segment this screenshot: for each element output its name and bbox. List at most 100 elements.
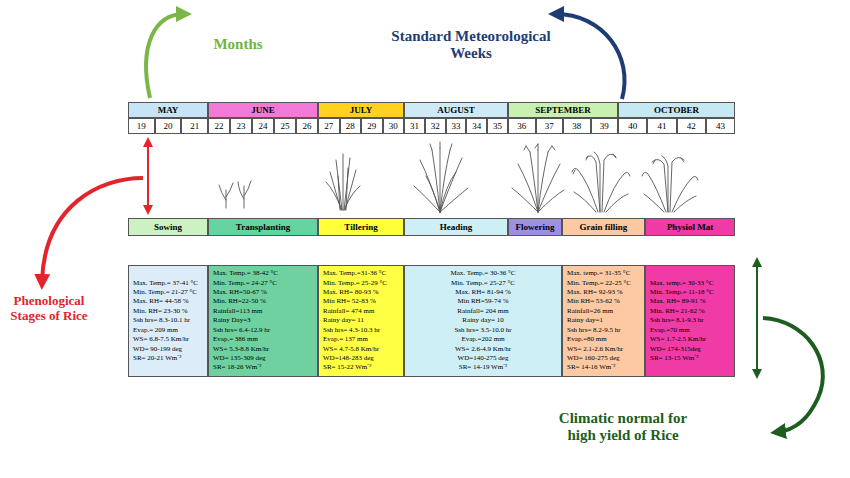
climate-value: Rainfall=26 mm — [567, 307, 613, 316]
week-number: 25 — [281, 121, 290, 131]
stage-band: Tillering — [318, 218, 404, 236]
climate-value: Ssh hrs= 8.3-10.1 hr — [133, 316, 190, 325]
month-cell: JULY — [318, 102, 404, 118]
climate-value: WD= 160-275 deg — [567, 354, 620, 363]
climate-value: Min RH=59-74 % — [457, 297, 508, 306]
week-cell: 19 — [128, 118, 155, 134]
climate-value: Max. RH=50-67 % — [213, 288, 267, 297]
week-number: 20 — [163, 121, 172, 131]
week-cell: 26 — [296, 118, 318, 134]
climate-value: Max. temp.= 31-35 °C — [567, 269, 630, 278]
climate-value: Ssh hrs= 8.2-9.5 hr — [567, 326, 621, 335]
climate-value: Min. Temp.= 22-25 °C — [567, 279, 631, 288]
week-number: 23 — [237, 121, 246, 131]
week-number: 33 — [451, 121, 460, 131]
climate-value: Rainy day= 11 — [323, 316, 364, 325]
climate-value: WS= 1.7-2.5 Km/hr — [650, 335, 706, 344]
climate-value: Rainfall= 204 mm — [457, 307, 508, 316]
week-number: 28 — [346, 121, 355, 131]
week-cell: 33 — [446, 118, 467, 134]
climate-value: Ssh hrs= 3.5-10.0 hr — [454, 326, 511, 335]
month-label: AUGUST — [437, 105, 475, 115]
week-number: 36 — [517, 121, 526, 131]
month-label: OCTOBER — [654, 105, 699, 115]
climate-value: Ssh hrs= 6.4-12.9 hr — [213, 326, 270, 335]
week-cell: 39 — [591, 118, 619, 134]
climate-value: WS= 4.7-5.8 Km/hr — [323, 345, 379, 354]
climate-value: Min. Temp.= 24-27 °C — [213, 279, 277, 288]
week-number: 24 — [259, 121, 268, 131]
week-cell: 21 — [181, 118, 208, 134]
climate-value: WD=148-283 deg — [323, 354, 374, 363]
climate-value: Evap.= 386 mm — [213, 335, 258, 344]
climate-value: Min. RH= 23-30 % — [133, 307, 188, 316]
climate-value: Evap.= 209 mm — [133, 326, 178, 335]
stage-band: Heading — [404, 218, 508, 236]
week-cell: 38 — [563, 118, 591, 134]
week-number: 38 — [572, 121, 581, 131]
week-number: 40 — [628, 121, 637, 131]
annotation-label: Climatic normal for high yield of Rice — [552, 410, 694, 445]
annotation-label: Phenological Stages of Rice — [2, 294, 96, 324]
climate-value: SR= 18-26 Wm⁻² — [213, 363, 261, 372]
month-cell: AUGUST — [404, 102, 508, 118]
week-cell: 40 — [618, 118, 647, 134]
week-cell: 23 — [230, 118, 252, 134]
climate-value: Min. Temp.= 25-27 °C — [451, 279, 515, 288]
stage-label: Flowering — [516, 222, 555, 232]
week-cell: 27 — [318, 118, 340, 134]
week-cell: 36 — [508, 118, 536, 134]
week-number: 32 — [431, 121, 440, 131]
climate-value: Ssh hrs= 8.1-9.3 hr — [650, 316, 704, 325]
climate-value: Rainy day=1 — [567, 316, 603, 325]
climate-value: WS= 2.1-2.6 Km/hr — [567, 345, 623, 354]
climate-value: Max. Temp.= 30-36 °C — [450, 269, 515, 278]
stage-band: Physiol Mat — [645, 218, 735, 236]
climate-value: WS= 6.8-7.5 Km/hr — [133, 335, 189, 344]
stage-label: Physiol Mat — [667, 222, 713, 232]
range-arrow — [756, 262, 758, 374]
month-cell: MAY — [128, 102, 208, 118]
week-cell: 29 — [361, 118, 383, 134]
week-number: 42 — [687, 121, 696, 131]
climate-value: SR= 13-15 Wm⁻² — [650, 354, 698, 363]
climate-box: Max. Temp.= 38-42 °CMin. Temp.= 24-27 °C… — [208, 265, 318, 377]
climate-value: SR= 20-21 Wm⁻² — [133, 354, 181, 363]
week-number: 39 — [600, 121, 609, 131]
climate-value: Min RH= 52-83 % — [323, 297, 376, 306]
week-cell: 41 — [647, 118, 676, 134]
climate-value: Min RH= 53-62 % — [567, 297, 620, 306]
stage-label: Heading — [440, 222, 473, 232]
month-label: JUNE — [251, 105, 275, 115]
pointer-arrow — [763, 318, 823, 432]
week-number: 43 — [716, 121, 725, 131]
month-label: SEPTEMBER — [535, 105, 591, 115]
rice-plant-sketch — [219, 142, 698, 212]
climate-value: Max. temp.= 30-33 °C — [650, 279, 713, 288]
week-number: 31 — [410, 121, 419, 131]
week-cell: 30 — [383, 118, 405, 134]
week-number: 37 — [545, 121, 554, 131]
climate-value: WD= 135-309 deg — [213, 354, 266, 363]
pointer-arrow — [146, 14, 184, 98]
month-cell: SEPTEMBER — [508, 102, 618, 118]
stage-band: Grain filling — [562, 218, 645, 236]
climate-value: WD= 90-199 deg — [133, 345, 182, 354]
annotation-label: Standard Meteorological Weeks — [375, 28, 567, 63]
climate-value: WD= 174-315deg — [650, 345, 701, 354]
climate-value: Max. Temp.= 38-42 °C — [213, 269, 278, 278]
climate-box: Max. temp.= 31-35 °CMin. Temp.= 22-25 °C… — [562, 265, 645, 377]
week-number: 19 — [137, 121, 146, 131]
week-cell: 37 — [536, 118, 564, 134]
pointer-arrow — [556, 14, 625, 99]
week-cell: 24 — [252, 118, 274, 134]
climate-value: SR= 15-22 Wm⁻² — [323, 363, 371, 372]
week-cell: 35 — [487, 118, 508, 134]
climate-value: WS= 2.6-4.9 Km/hr — [455, 345, 511, 354]
month-cell: JUNE — [208, 102, 318, 118]
stage-band: Flowering — [508, 218, 562, 236]
climate-value: Min. Temp.= 11-18 °C — [650, 288, 714, 297]
climate-value: Min. Temp.= 25-29 °C — [323, 279, 387, 288]
climate-value: Max. RH= 44-58 % — [133, 297, 189, 306]
